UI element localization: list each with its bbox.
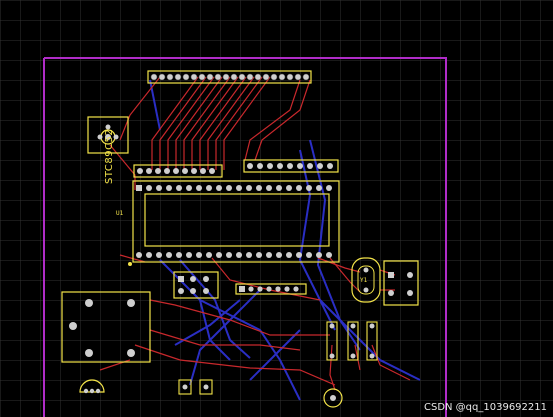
mcu-dip40-footprint[interactable] — [128, 180, 340, 266]
crystal-ref-label: Y1 — [360, 277, 368, 284]
single-row-header[interactable] — [235, 283, 307, 295]
jumper-p1[interactable] — [178, 379, 192, 395]
led-d1[interactable] — [323, 388, 343, 408]
mcu-silkscreen-label: STC89C52 — [104, 128, 115, 184]
watermark: CSDN @qq_1039692211 — [423, 402, 547, 413]
top-pin-header[interactable] — [147, 70, 312, 84]
resistor-r2[interactable] — [347, 321, 359, 361]
isp-header-2x3[interactable] — [173, 271, 219, 299]
resistor-network-2[interactable] — [243, 159, 339, 173]
resistor-r1[interactable] — [326, 321, 338, 361]
resistor-network-1[interactable] — [133, 164, 223, 178]
bottom-layer-traces — [149, 79, 421, 401]
resistor-r3[interactable] — [366, 321, 378, 361]
pushbutton-switch[interactable] — [87, 116, 129, 154]
jumper-p2[interactable] — [199, 379, 213, 395]
relay-module[interactable] — [61, 291, 151, 363]
crystal-oscillator[interactable] — [351, 257, 381, 303]
board-outline — [43, 57, 447, 417]
transistor-q1[interactable] — [79, 379, 105, 394]
mcu-ref-label: U1 — [116, 210, 124, 217]
reset-switch[interactable] — [383, 260, 419, 306]
top-layer-traces — [99, 76, 411, 391]
